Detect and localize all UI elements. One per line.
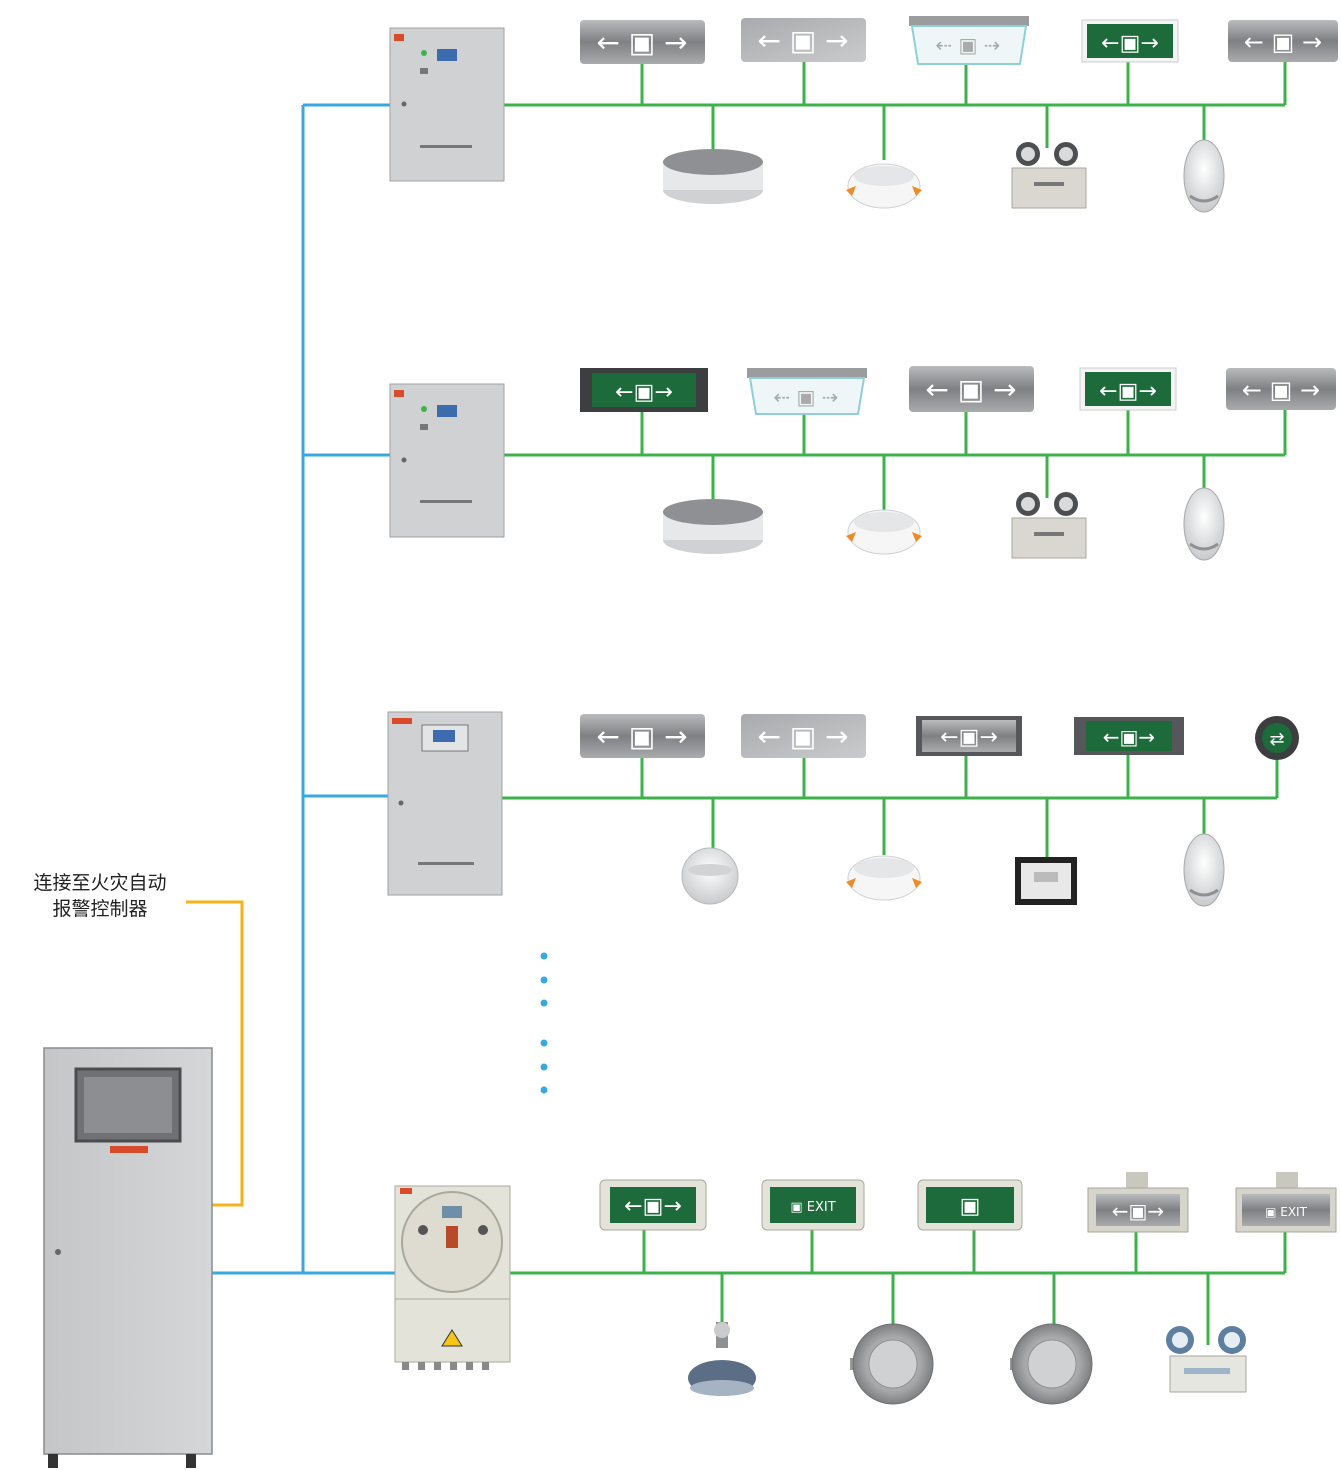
downlight [846,163,922,209]
wall-lamp [1183,833,1225,907]
exit-signs: ← ▣ → ← ▣ → ⇠ ▣ ⇢ ←▣→ ← ▣ → ←▣→ [580,16,1338,1233]
green-exit-sign: ←▣→ [1074,717,1184,755]
explosion-proof-box [394,1185,511,1370]
svg-text:⇠ ▣ ⇢: ⇠ ▣ ⇢ [773,385,838,409]
floor-indicator-sign [1015,857,1077,905]
downlight [846,509,922,555]
steel-exit-sign: ←▣→ [916,716,1022,756]
svg-text:←▣→: ←▣→ [1112,1199,1164,1223]
wall-lamp [1183,139,1225,213]
ex-ceiling-lamp [1010,1323,1093,1405]
svg-text:▣ EXIT: ▣ EXIT [790,1200,835,1215]
steel-exit-sign: ← ▣ → [1226,368,1336,410]
branch-row-3 [502,755,1279,858]
wall-lamp [1183,487,1225,561]
ex-exit-sign: ▣ [917,1179,1023,1231]
dome-lamp [681,847,739,905]
svg-text:← ▣ →: ← ▣ → [757,24,848,57]
ceiling-lamp [663,499,763,554]
svg-text:← ▣ →: ← ▣ → [596,26,687,59]
black-frame-exit-sign: ←▣→ [580,368,708,412]
svg-text:▣ EXIT: ▣ EXIT [1265,1205,1307,1219]
svg-text:←▣→: ←▣→ [1101,31,1159,56]
ex-twin-head-emergency-light [1166,1326,1247,1393]
alarm-link-line [186,900,244,1207]
twin-head-emergency-light [1011,142,1087,209]
ex-exit-sign-arrows: ←▣→ [599,1179,707,1231]
ex-ceiling-lamp [850,1323,934,1405]
glass-exit-sign: ⇠ ▣ ⇢ [909,16,1029,65]
svg-text:← ▣ →: ← ▣ → [757,720,848,753]
ceiling-lamp [663,149,763,204]
svg-text:←▣→: ←▣→ [615,380,673,405]
host-controller-cabinet [43,1047,213,1468]
svg-text:← ▣ →: ← ▣ → [1242,376,1320,404]
ex-steel-exit-sign-text: ▣ EXIT [1235,1172,1337,1233]
svg-text:▣: ▣ [960,1194,981,1219]
steel-exit-sign: ← ▣ → [580,20,705,64]
steel-exit-sign: ← ▣ → [909,366,1034,412]
brushed-exit-sign: ← ▣ → [741,18,866,62]
svg-text:←▣→: ←▣→ [1103,725,1155,749]
distribution-box-row-2 [389,383,505,538]
brand-logo [110,1146,148,1153]
round-direction-sign: ⇄ [1255,716,1299,760]
svg-text:⇠ ▣ ⇢: ⇠ ▣ ⇢ [935,33,1000,57]
ex-steel-exit-sign: ←▣→ [1087,1172,1189,1233]
lamps [663,139,1247,1405]
svg-text:←▣→: ←▣→ [940,725,998,750]
twin-head-emergency-light [1011,492,1087,559]
note-line-2: 报警控制器 [52,898,148,920]
svg-text:←▣→: ←▣→ [1099,379,1157,404]
branch-row-2 [504,408,1287,510]
distribution-box-row-1 [389,27,505,182]
power-cabinet-row-3 [387,711,503,896]
svg-text:←▣→: ←▣→ [624,1194,682,1219]
green-exit-sign: ←▣→ [1079,367,1177,411]
svg-text:⇄: ⇄ [1269,729,1284,750]
note-line-1: 连接至火灾自动 [33,872,167,894]
downlight [846,855,922,901]
svg-text:← ▣ →: ← ▣ → [925,373,1016,406]
alarm-controller-note: 连接至火灾自动 报警控制器 [10,870,190,922]
ellipsis-dots [540,952,548,1094]
wiring [186,62,1287,1345]
high-bay-lamp [688,1322,756,1396]
glass-exit-sign: ⇠ ▣ ⇢ [747,368,867,415]
green-exit-sign: ←▣→ [1081,19,1179,63]
steel-exit-sign: ← ▣ → [580,714,705,758]
svg-text:← ▣ →: ← ▣ → [1244,28,1322,56]
ex-exit-sign-text: ▣ EXIT [761,1179,865,1231]
steel-exit-sign: ← ▣ → [1228,20,1338,62]
branch-row-1 [504,62,1287,160]
cabinet-lock [55,1249,61,1255]
svg-text:← ▣ →: ← ▣ → [596,720,687,753]
branch-row-4 [510,1228,1287,1345]
brushed-exit-sign: ← ▣ → [741,714,866,758]
